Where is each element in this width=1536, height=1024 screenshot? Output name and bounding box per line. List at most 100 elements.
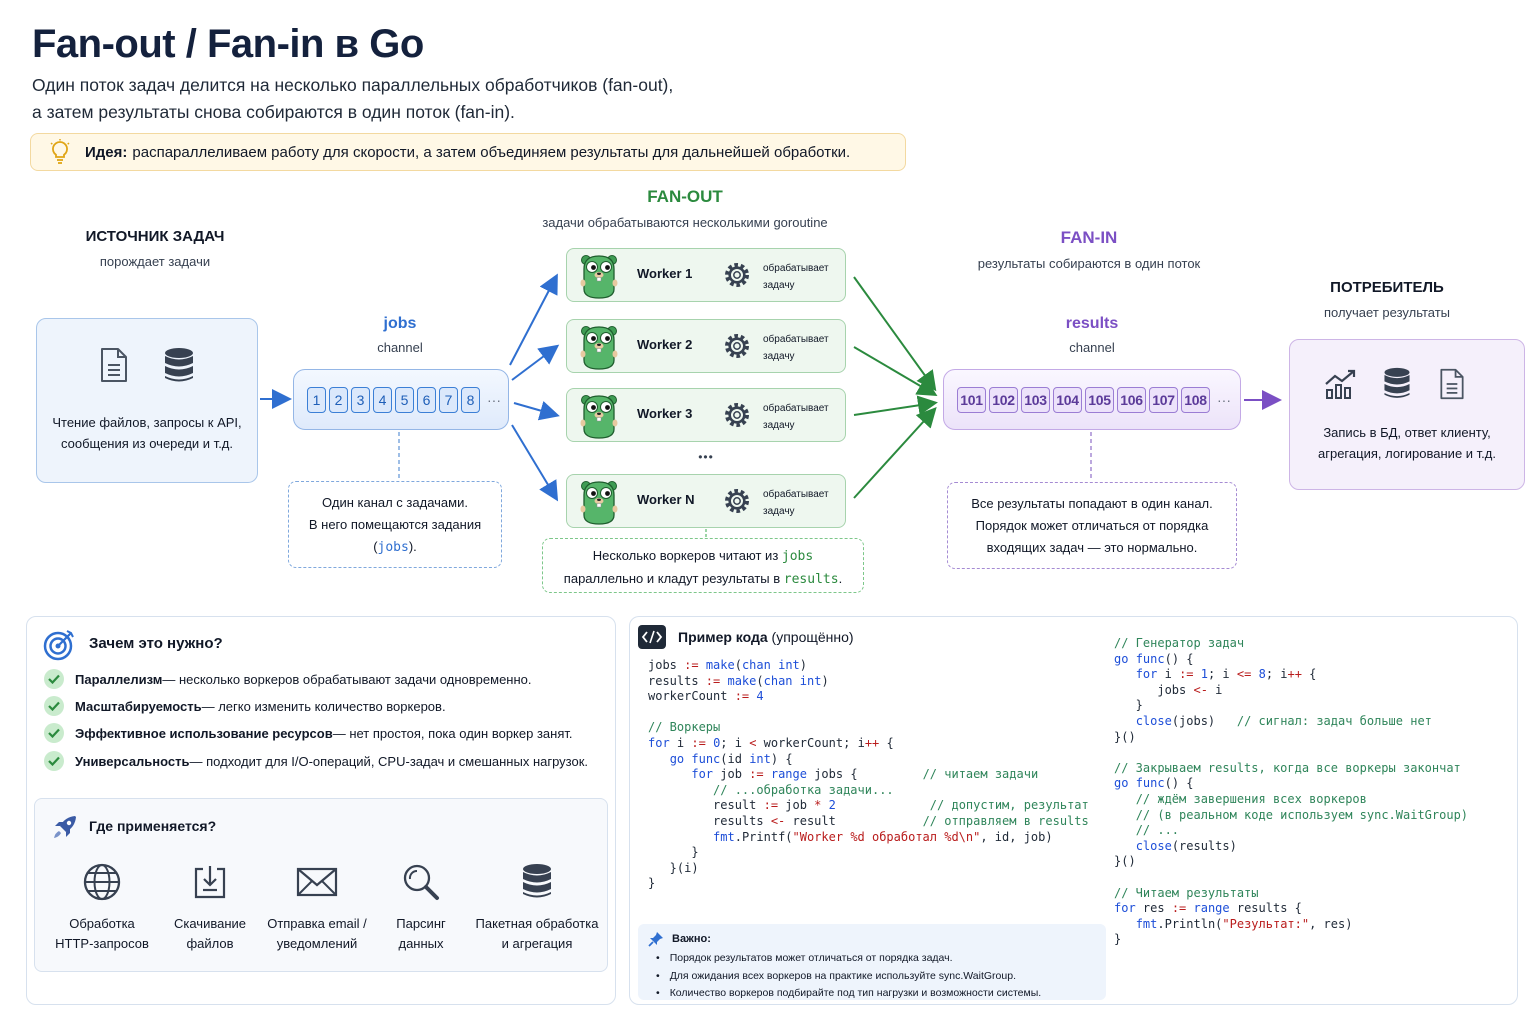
where-title: Где применяется? (89, 818, 217, 834)
worker-desc-line-1: обрабатывает (763, 403, 829, 414)
workers-note-line-2: параллельно и кладут результаты в (563, 571, 784, 586)
use-case-line-1: Парсинг (396, 916, 446, 931)
results-title: results (1065, 315, 1119, 332)
result-item: 105 (1085, 386, 1114, 413)
consumer-text-line-1: Запись в БД, ответ клиенту, (1323, 425, 1491, 440)
why-item: Универсальность — подходит для I/O-опера… (44, 751, 588, 771)
results-channel: 101 102 103 104 105 106 107 108 ··· (943, 369, 1241, 430)
source-subtitle: порождает задачи (99, 254, 211, 269)
worker-name: Worker 3 (637, 406, 693, 421)
arrow-jobs-to-worker-1 (509, 273, 558, 366)
worker-desc-line-1: обрабатывает (763, 334, 829, 345)
gear-icon (725, 403, 749, 427)
worker-name: Worker 1 (637, 266, 693, 281)
why-item-text: — несколько воркеров обрабатывают задачи… (162, 671, 532, 687)
source-text-line-2: сообщения из очереди и т.д. (60, 436, 234, 451)
source-box: Чтение файлов, запросы к API, сообщения … (36, 318, 258, 483)
code-icon (638, 625, 666, 649)
jobs-note-paren-close: ). (408, 539, 417, 554)
job-item: 4 (373, 386, 392, 413)
gopher-icon (580, 395, 618, 439)
workers-note-period: . (838, 571, 843, 586)
consumer-text-line-2: агрегация, логирование и т.д. (1318, 446, 1496, 461)
use-case-line-2: данных (398, 936, 444, 951)
check-icon (48, 701, 60, 711)
database-icon (523, 864, 551, 898)
use-case-line-1: Обработка (69, 916, 135, 931)
where-panel: Где применяется? (34, 798, 608, 972)
document-icon (101, 348, 127, 382)
use-case-line-2: и агрегация (501, 936, 573, 951)
worker-desc-line-2: задачу (763, 351, 795, 362)
jobs-subtitle: channel (377, 340, 423, 355)
why-item: Параллелизм — несколько воркеров обрабат… (44, 669, 532, 689)
fanout-subtitle: задачи обрабатываются несколькими gorout… (542, 215, 828, 230)
use-case-line-2: уведомлений (276, 936, 358, 951)
why-item-text: — подходит для I/O-операций, CPU-задач и… (189, 753, 589, 769)
idea-label: Идея: (85, 143, 128, 161)
globe-icon (83, 863, 121, 901)
use-case-line-1: Скачивание (173, 916, 246, 931)
gear-icon (725, 489, 749, 513)
fanin-title: FAN-IN (1060, 228, 1118, 247)
worker-desc-line-2: задачу (763, 506, 795, 517)
gopher-icon (580, 326, 618, 370)
jobs-note: Один канал с задачами. В него помещаются… (288, 481, 502, 568)
results-subtitle: channel (1069, 340, 1115, 355)
chart-growth-icon (1325, 369, 1356, 399)
use-case-item: Отправка email / уведомлений (262, 858, 372, 954)
job-item: 6 (417, 386, 436, 413)
important-item: Количество воркеров подбирайте под тип н… (670, 985, 1042, 1003)
arrow-worker-n-to-results (853, 407, 937, 499)
arrow-jobs-to-worker-n (511, 424, 559, 502)
gopher-icon (580, 255, 618, 299)
worker-desc-line-1: обрабатывает (763, 263, 829, 274)
consumer-subtitle: получает результаты (1323, 305, 1451, 320)
job-item: 7 (439, 386, 458, 413)
use-case-item: Обработка HTTP-запросов (46, 858, 158, 954)
why-title: Зачем это нужно? (89, 635, 223, 652)
use-case-line-1: Пакетная обработка (475, 916, 599, 931)
job-item: 1 (307, 386, 326, 413)
why-item: Эффективное использование ресурсов — нет… (44, 723, 573, 743)
source-title: ИСТОЧНИК ЗАДАЧ (85, 228, 225, 245)
envelope-icon (296, 867, 338, 897)
result-item: 102 (989, 386, 1018, 413)
gear-icon (725, 334, 749, 358)
jobs-note-code: jobs (377, 540, 409, 555)
result-item: 101 (957, 386, 986, 413)
use-case-line-1: Отправка email / (267, 916, 367, 931)
database-icon (165, 348, 193, 382)
job-item: 3 (351, 386, 370, 413)
job-item: 2 (329, 386, 348, 413)
jobs-note-line-2: В него помещаются задания (308, 517, 482, 532)
target-icon (43, 630, 74, 661)
worker-desc-line-2: задачу (763, 420, 795, 431)
idea-banner: Идея: распараллеливаем работу для скорос… (30, 133, 906, 171)
idea-text: распараллеливаем работу для скорости, а … (132, 143, 851, 161)
lightbulb-icon (50, 139, 70, 164)
arrow-worker-3-to-results (853, 395, 938, 416)
results-ellipsis: ··· (1217, 391, 1231, 408)
arrow-worker-1-to-results (853, 276, 937, 392)
important-item: Для ожидания всех воркеров на практике и… (670, 968, 1041, 986)
gear-icon (725, 263, 749, 287)
code-title-suffix: (упрощённо) (767, 629, 854, 645)
jobs-note-line-1: Один канал с задачами. (322, 495, 468, 510)
workers-note-code-results: results (783, 572, 839, 587)
code-block-main: jobs := make(chan int) results := make(c… (648, 658, 1089, 891)
use-case-item: Парсинг данных (378, 858, 464, 954)
arrow-jobs-to-worker-2 (511, 344, 560, 381)
job-item: 5 (395, 386, 414, 413)
result-item: 106 (1117, 386, 1146, 413)
job-item: 8 (461, 386, 480, 413)
arrow-worker-2-to-results (853, 346, 938, 397)
consumer-title: ПОТРЕБИТЕЛЬ (1330, 279, 1444, 296)
rocket-icon (54, 816, 76, 838)
why-item-text: — легко изменить количество воркеров. (201, 698, 446, 714)
fanout-title: FAN-OUT (647, 187, 723, 206)
use-case-item: Пакетная обработка и агрегация (466, 858, 608, 954)
worker-card: Worker 3 обрабатывает задачу (566, 388, 846, 442)
